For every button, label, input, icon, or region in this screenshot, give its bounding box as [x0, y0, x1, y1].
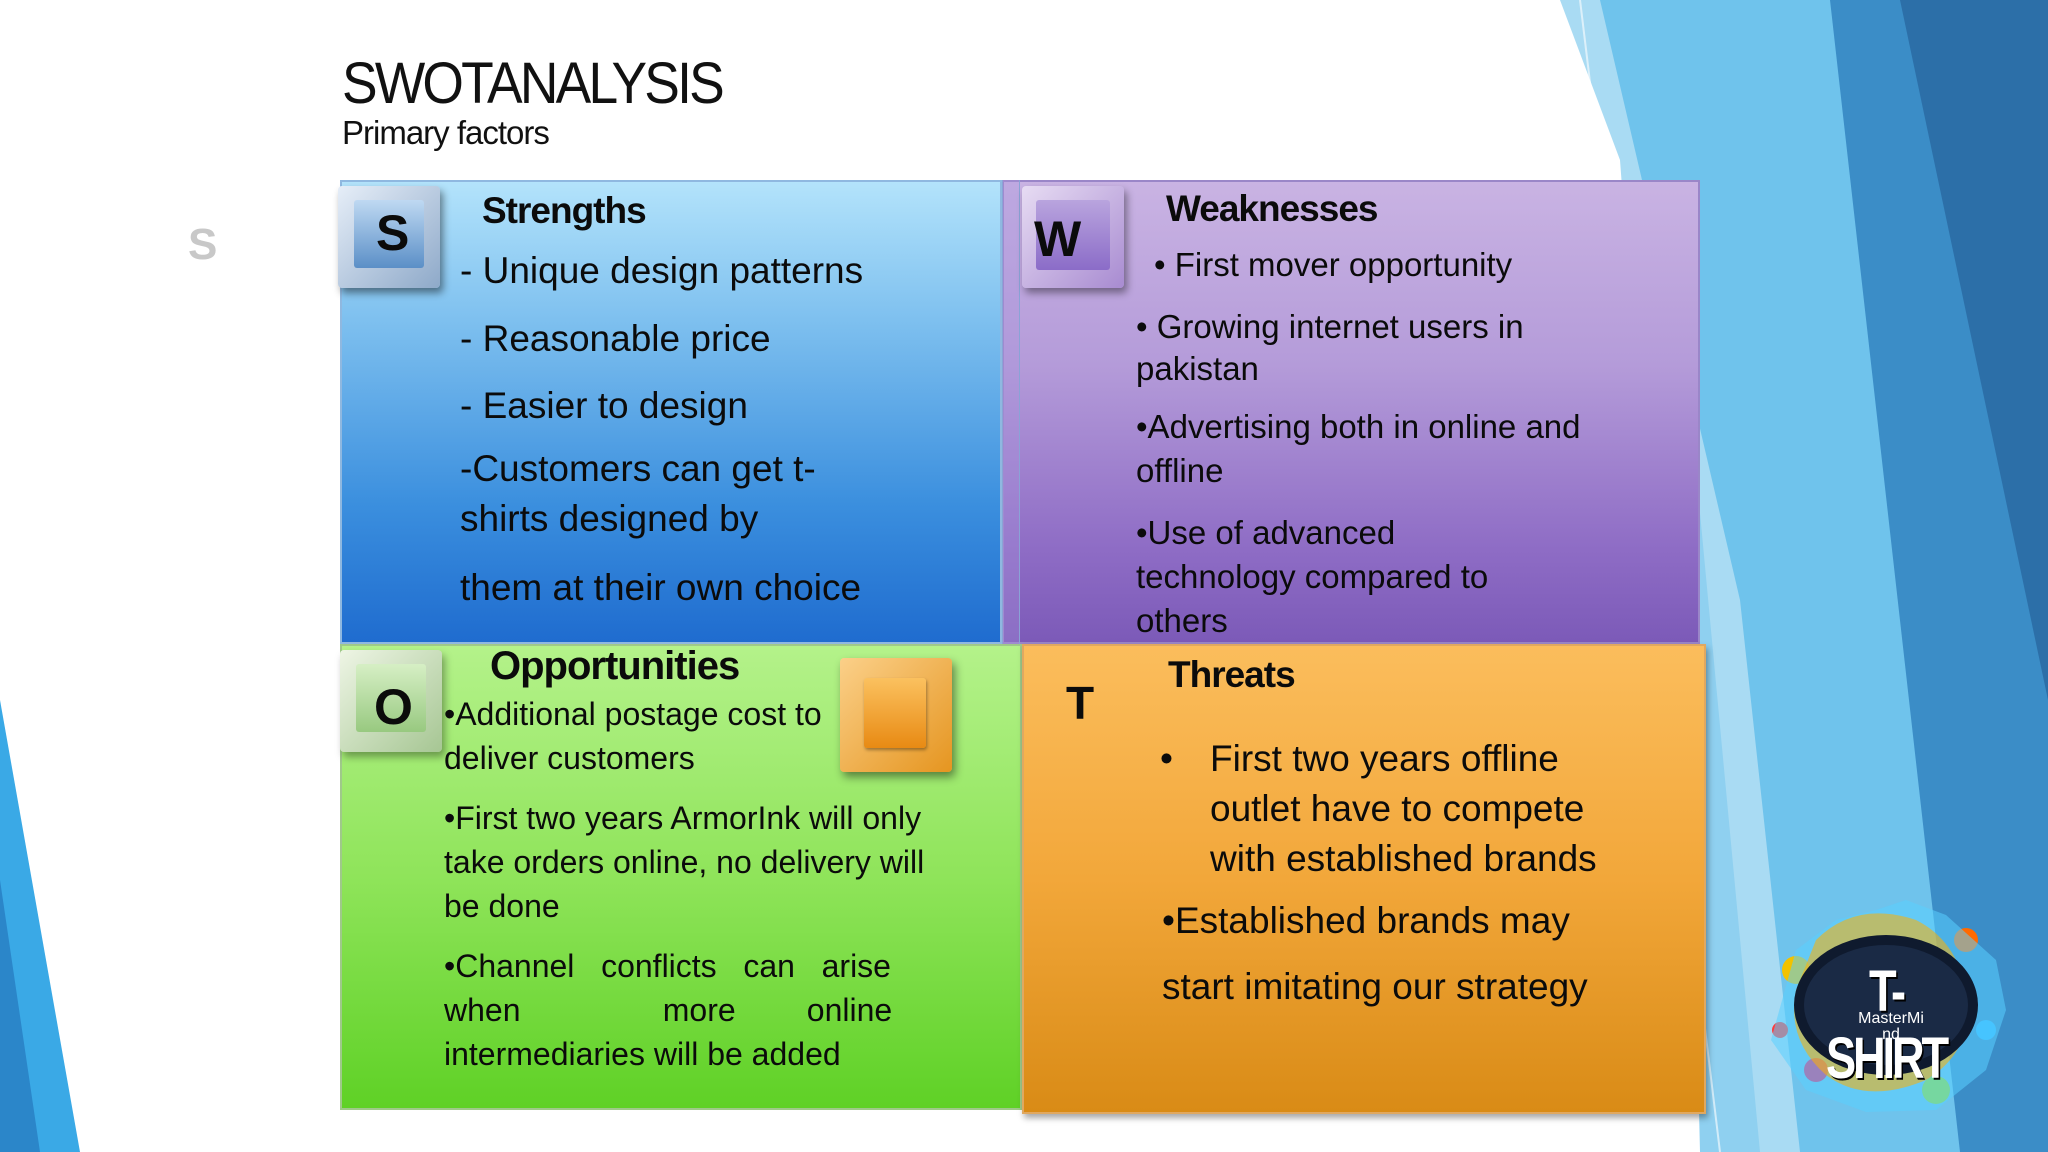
side-watermark-letter: S [188, 220, 218, 269]
threats-bullet: • [1160, 738, 1173, 779]
opportunities-item: take orders online, no delivery will [444, 844, 925, 880]
threats-item: with established brands [1210, 838, 1597, 879]
opportunities-item: when more online [444, 992, 893, 1028]
strengths-item: shirts designed by [460, 498, 759, 539]
threats-quadrant [1022, 644, 1706, 1114]
opportunities-letter-tile [340, 650, 442, 752]
opportunities-item: intermediaries will be added [444, 1036, 841, 1072]
opportunities-item: •First two years ArmorInk will only [444, 800, 922, 836]
opportunities-item: be done [444, 888, 560, 924]
slide-subtitle: Primary factors [342, 114, 550, 151]
weaknesses-letter: W [1034, 211, 1082, 267]
tshirt-mastermind-logo [1771, 900, 2006, 1112]
strengths-item: - Reasonable price [460, 318, 771, 359]
strengths-item: -Customers can get t- [460, 448, 816, 489]
weaknesses-item: technology compared to [1136, 558, 1489, 595]
logo-tagline-2: nd [1882, 1026, 1900, 1043]
strengths-letter-tile [338, 186, 440, 288]
strengths-quadrant [340, 180, 1002, 644]
threats-item: First two years offline [1210, 738, 1559, 779]
strengths-item: - Unique design patterns [460, 250, 864, 291]
threats-item: •Established brands may [1162, 900, 1570, 941]
slide-title: SWOTANALYSIS [342, 51, 725, 116]
threats-title: Threats [1168, 654, 1296, 695]
opportunities-item: •Channel conflicts can arise [444, 948, 891, 984]
threats-item: start imitating our strategy [1162, 966, 1588, 1007]
logo-word: T-SHIRT [1825, 959, 1949, 1091]
opportunities-letter: O [374, 679, 413, 735]
threats-letter: T [1066, 677, 1095, 729]
weaknesses-item: • First mover opportunity [1154, 246, 1513, 283]
weaknesses-item: others [1136, 602, 1228, 639]
strengths-item: them at their own choice [460, 567, 862, 608]
weaknesses-item: •Advertising both in online and [1136, 408, 1581, 445]
threats-item: outlet have to compete [1210, 788, 1585, 829]
strengths-letter: S [376, 205, 410, 261]
opportunities-item: •Additional postage cost to [444, 696, 822, 732]
strengths-title: Strengths [482, 190, 647, 231]
orange-decorative-tile [840, 658, 952, 772]
logo-tagline-1: MasterMi [1858, 1010, 1924, 1027]
weaknesses-title: Weaknesses [1166, 188, 1378, 229]
weaknesses-item: offline [1136, 452, 1224, 489]
weaknesses-letter-tile [1022, 186, 1124, 288]
weaknesses-item: •Use of advanced [1136, 514, 1396, 551]
strengths-item: - Easier to design [460, 385, 748, 426]
quadrant-divider [1002, 180, 1020, 644]
opportunities-item: deliver customers [444, 740, 695, 776]
weaknesses-item: pakistan [1136, 350, 1259, 387]
opportunities-title: Opportunities [490, 644, 740, 688]
weaknesses-item: • Growing internet users in [1136, 308, 1524, 345]
